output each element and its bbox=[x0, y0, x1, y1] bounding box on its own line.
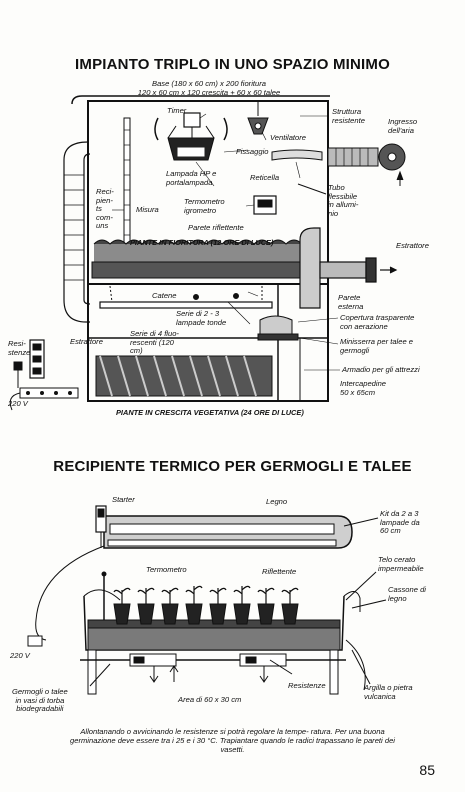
label-area: Area di 60 x 30 cm bbox=[178, 695, 242, 704]
hp-lamp bbox=[154, 117, 228, 161]
label-cassone: Cassone di legno bbox=[388, 585, 426, 603]
vegetative-plants bbox=[95, 355, 273, 397]
top-duct bbox=[71, 95, 330, 105]
label-serie-lampade: Serie di 2 - 3 lampade tonde bbox=[176, 309, 227, 327]
label-timer: Timer bbox=[167, 106, 187, 115]
intake-duct bbox=[327, 143, 406, 186]
label-armadio: Armadio per gli attrezzi bbox=[342, 365, 420, 374]
label-catene: Catene bbox=[152, 291, 177, 300]
hanging-fan bbox=[247, 102, 269, 135]
heating-resistors bbox=[129, 653, 287, 683]
seedlings bbox=[113, 585, 299, 604]
label-220v-1: 220 V bbox=[8, 399, 28, 408]
label-kit-lampade: Kit da 2 a 3 lampade da 60 cm bbox=[380, 509, 420, 536]
label-220v-2: 220 V bbox=[10, 651, 30, 660]
label-estrattore-left: Estrattore bbox=[70, 337, 103, 346]
label-fissaggio: Fissaggio bbox=[236, 147, 269, 156]
fluorescent-bar bbox=[99, 301, 273, 309]
section2-title: RECIPIENTE TERMICO PER GERMOGLI E TALEE bbox=[53, 458, 412, 475]
label-argilla: Argilla o pietra vulcanica bbox=[364, 683, 413, 701]
label-reticella: Reticella bbox=[250, 173, 280, 182]
label-telo: Telo cerato impermeabile bbox=[378, 555, 424, 573]
label-minisserra: Minisserra per talee e germogli bbox=[340, 337, 414, 355]
cabinet-frame bbox=[87, 100, 329, 402]
exhaust-duct bbox=[299, 227, 398, 309]
section1-title: IMPIANTO TRIPLO IN UNO SPAZIO MINIMO bbox=[75, 56, 390, 73]
label-resistenze-2: Resistenze bbox=[288, 681, 326, 690]
mini-greenhouse bbox=[257, 315, 299, 341]
label-termometro: Termometro igrometro bbox=[184, 197, 225, 215]
label-piante-fioritura: PIANTE IN FIORITURA (12 ORE DI LUCE) bbox=[130, 238, 274, 247]
label-starter: Starter bbox=[112, 495, 135, 504]
base-dimensions-note: Base (180 x 60 cm) x 200 fioritura 120 x… bbox=[137, 79, 281, 97]
timer-box bbox=[183, 112, 201, 128]
label-ventilatore: Ventilatore bbox=[270, 133, 307, 142]
label-recipienti: Reci- pien- ts com- uns bbox=[96, 187, 114, 231]
label-parete-esterna: Parete esterna bbox=[338, 293, 364, 311]
label-ingresso: Ingresso dell'aria bbox=[388, 117, 418, 135]
label-lampada: Lampada HP e portalampada bbox=[166, 169, 217, 187]
label-estrattore-right: Estrattore bbox=[396, 241, 429, 250]
label-riflettente: Riflettente bbox=[262, 567, 297, 576]
label-tubo: Tubo flessibile in allumi- nio bbox=[328, 183, 359, 218]
label-misura: Misura bbox=[136, 205, 159, 214]
flowering-plants bbox=[91, 239, 311, 279]
label-struttura: Struttura resistente bbox=[332, 107, 365, 125]
label-termometro-2: Termometro bbox=[146, 565, 187, 574]
label-piante-crescita: PIANTE IN CRESCITA VEGETATIVA (24 ORE DI… bbox=[116, 408, 304, 417]
seedling-pots bbox=[113, 603, 299, 625]
label-intercapedine: Intercapedine 50 x 65cm bbox=[340, 379, 387, 397]
label-copertura: Copertura trasparente con aerazione bbox=[340, 313, 415, 331]
section2-footnote: Allontanando o avvicinando le resistenze… bbox=[70, 727, 395, 754]
label-germogli: Germogli o talee in vasi di torba biodeg… bbox=[12, 687, 68, 714]
thermal-container-diagram bbox=[27, 505, 387, 695]
label-parete-riflettente: Parete riflettente bbox=[188, 223, 244, 232]
label-legno: Legno bbox=[266, 497, 288, 506]
page-number: 85 bbox=[419, 762, 435, 778]
label-serie-fluorescenti: Serie di 4 fluo- rescenti (120 cm) bbox=[130, 329, 179, 356]
grow-cabinet-diagram bbox=[9, 95, 406, 411]
label-resistenze: Resi- stenze bbox=[8, 339, 31, 357]
left-duct bbox=[63, 141, 91, 323]
